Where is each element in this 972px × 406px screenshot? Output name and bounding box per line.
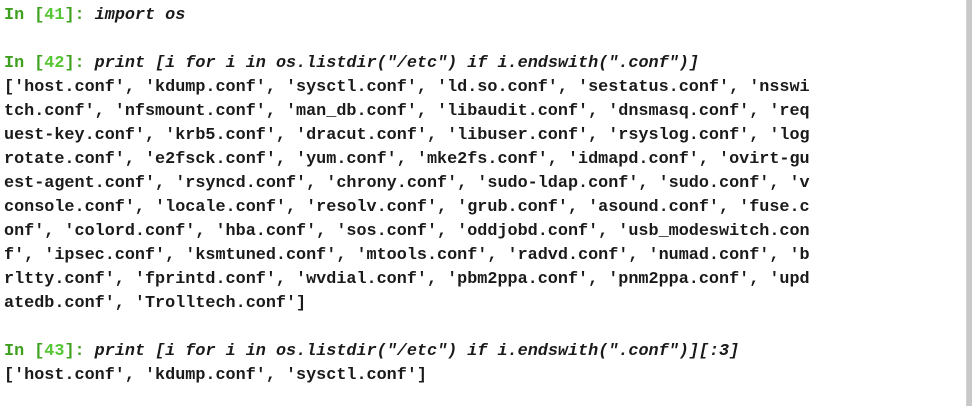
output-line: atedb.conf', 'Trolltech.conf']	[4, 294, 307, 313]
input-prompt: In [43]:	[4, 342, 95, 361]
output-line: tch.conf', 'nfsmount.conf', 'man_db.conf…	[4, 102, 810, 121]
input-prompt: In [41]:	[4, 6, 95, 25]
input-line[interactable]: In [42]: print [i for i in os.listdir("/…	[4, 52, 966, 76]
scrollbar-thumb[interactable]	[967, 0, 972, 406]
output-line: uest-key.conf', 'krb5.conf', 'dracut.con…	[4, 126, 810, 145]
blank-line	[4, 316, 966, 340]
output-line: onf', 'colord.conf', 'hba.conf', 'sos.co…	[4, 222, 810, 241]
output-line: rltty.conf', 'fprintd.conf', 'wvdial.con…	[4, 270, 810, 289]
output-line: console.conf', 'locale.conf', 'resolv.co…	[4, 198, 810, 217]
output-line: ['host.conf', 'kdump.conf', 'sysctl.conf…	[4, 78, 810, 97]
output-line: est-agent.conf', 'rsyncd.conf', 'chrony.…	[4, 174, 810, 193]
input-code: print [i for i in os.listdir("/etc") if …	[94, 54, 699, 73]
input-code: import os	[94, 6, 186, 25]
input-code: print [i for i in os.listdir("/etc") if …	[94, 342, 740, 361]
output-line: rotate.conf', 'e2fsck.conf', 'yum.conf',…	[4, 150, 810, 169]
blank-line	[4, 28, 966, 52]
vertical-scrollbar[interactable]	[966, 0, 972, 406]
input-line[interactable]: In [43]: print [i for i in os.listdir("/…	[4, 340, 966, 364]
output-line: ['host.conf', 'kdump.conf', 'sysctl.conf…	[4, 366, 427, 385]
input-line[interactable]: In [41]: import os	[4, 4, 966, 28]
input-prompt: In [42]:	[4, 54, 95, 73]
output-line: f', 'ipsec.conf', 'ksmtuned.conf', 'mtoo…	[4, 246, 810, 265]
